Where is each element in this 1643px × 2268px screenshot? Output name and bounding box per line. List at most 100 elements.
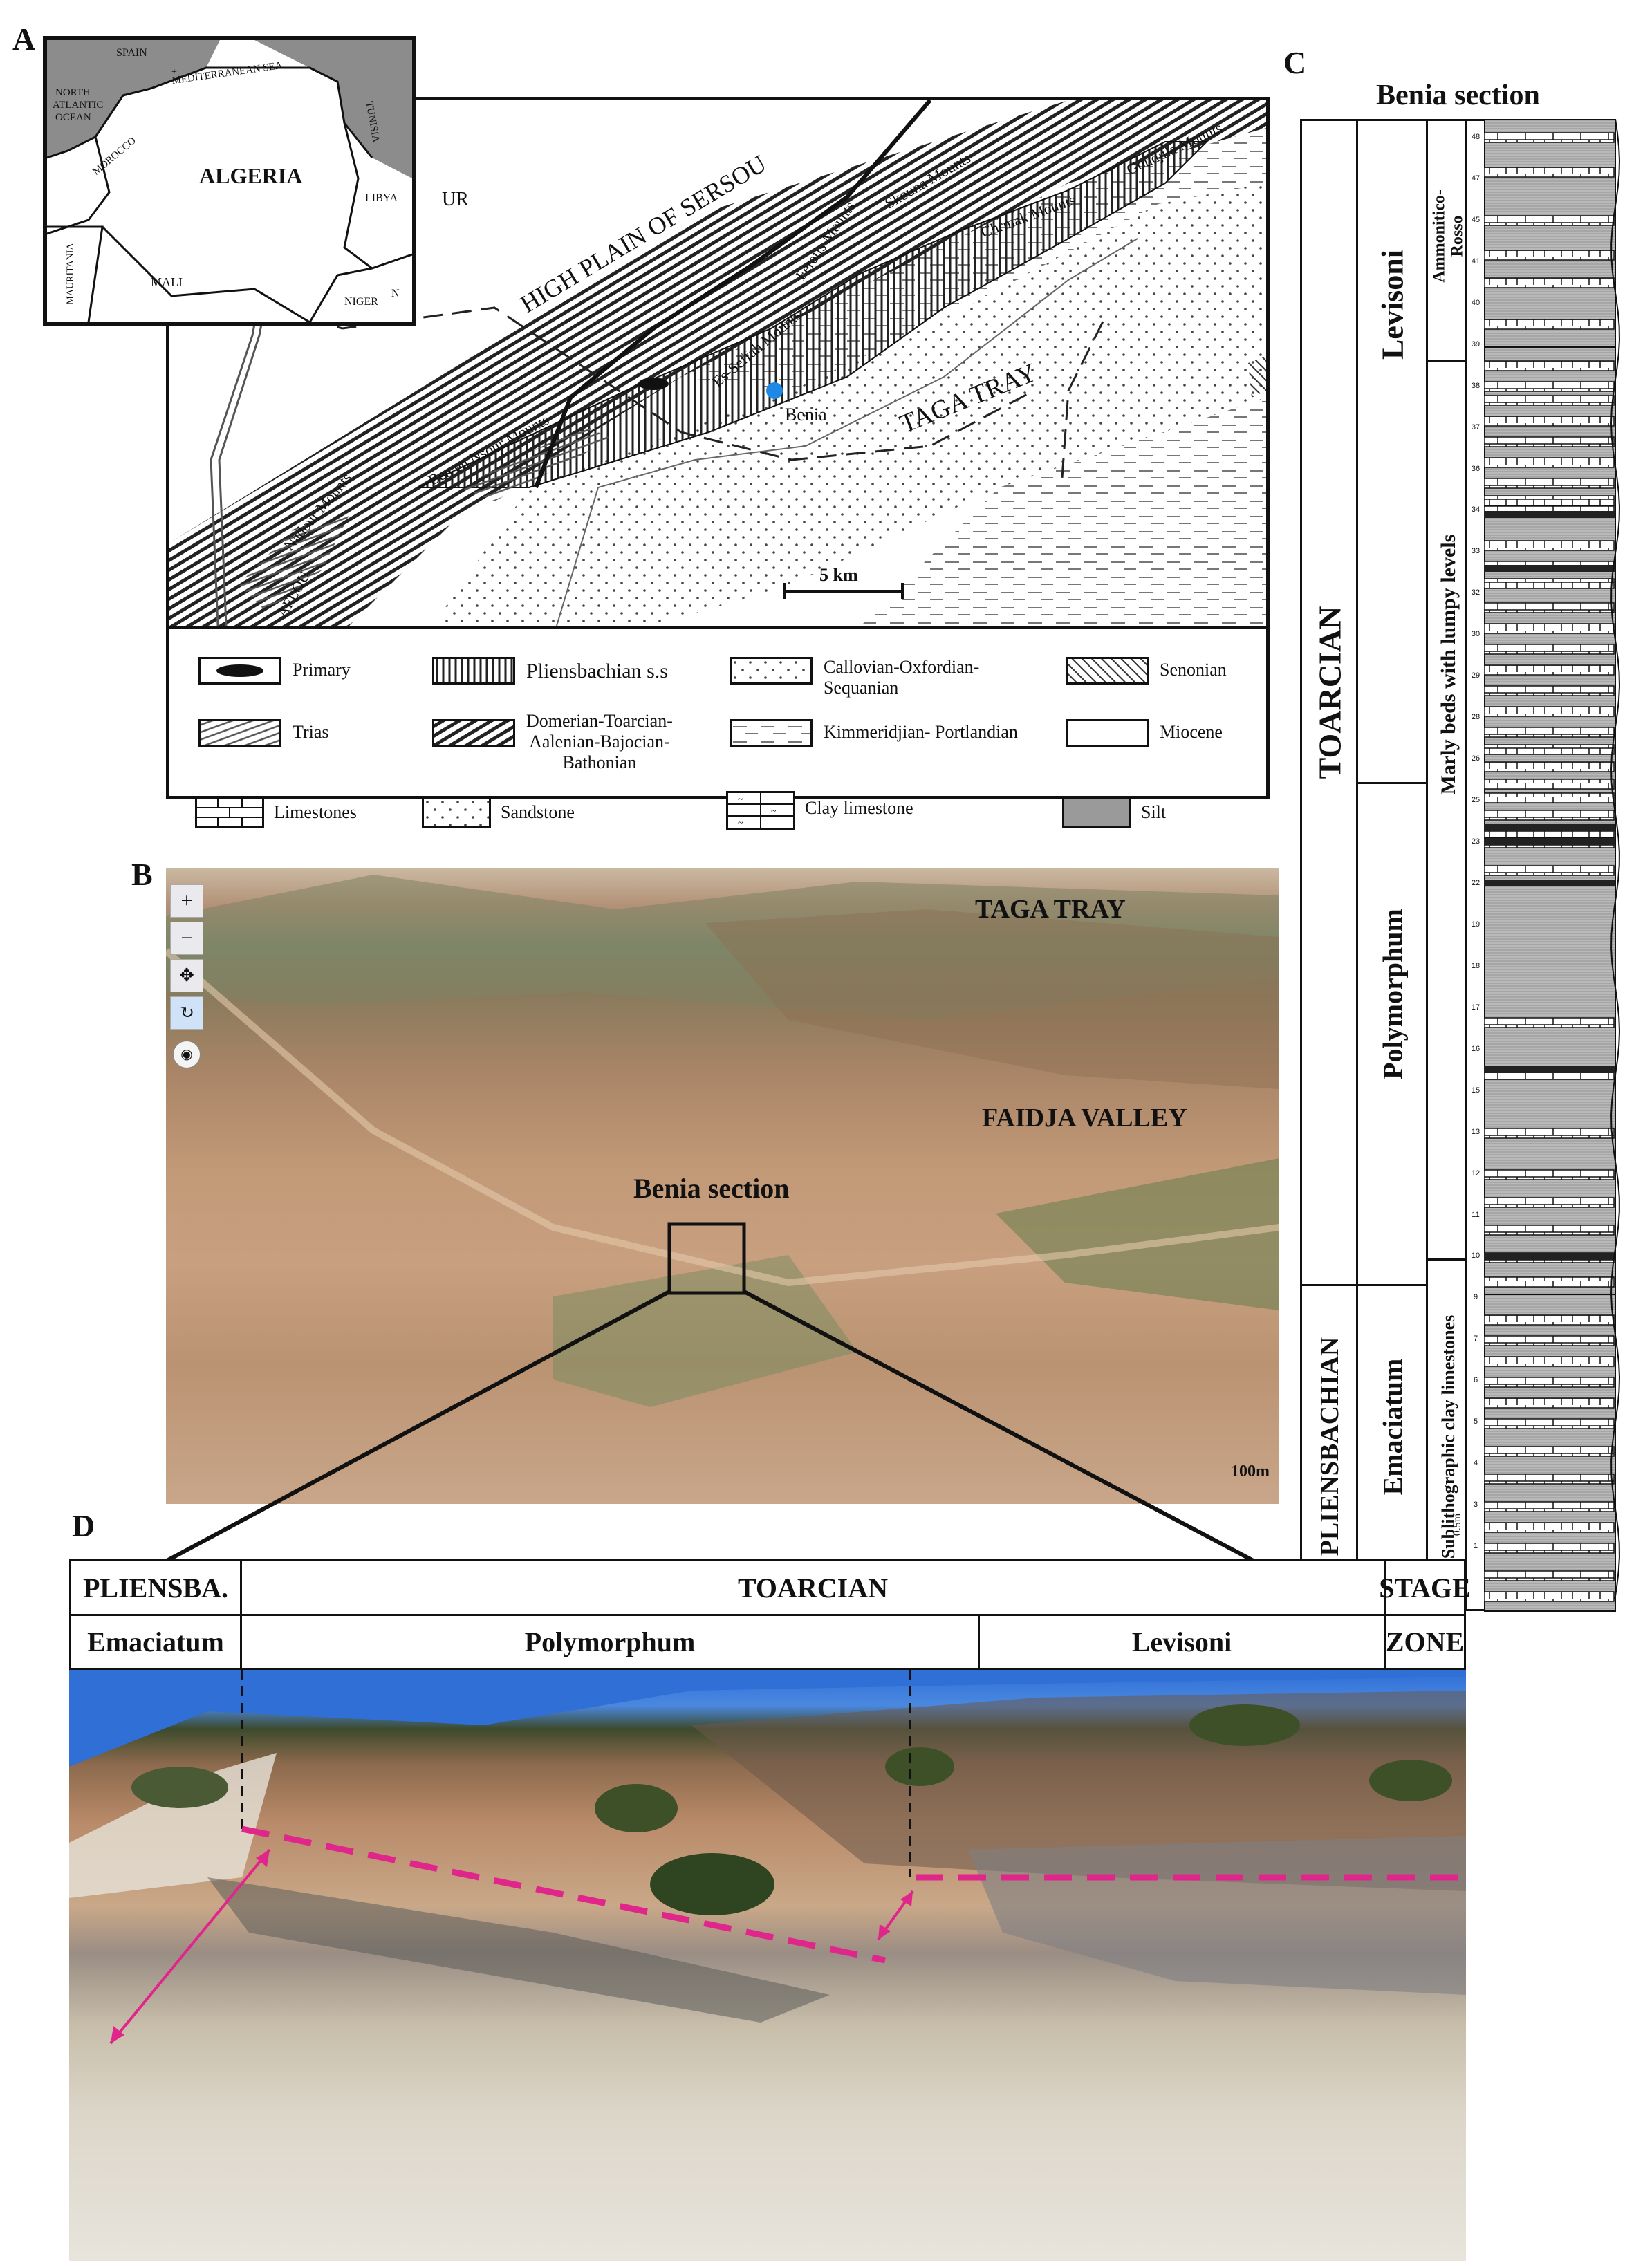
limestone-bed — [1484, 1501, 1615, 1512]
bed-number: 40 — [1471, 298, 1480, 307]
map-drawing — [169, 100, 1266, 626]
facies-label-ammonitico: Ammonitico- Rosso — [1430, 189, 1467, 283]
svg-text:~: ~ — [771, 806, 777, 817]
bed-number: 23 — [1471, 837, 1480, 846]
limestone-bed — [1484, 495, 1615, 506]
bed-number: 33 — [1471, 547, 1480, 556]
legend-label-kimmeridjian: Kimmeridjian- Portlandian — [824, 722, 1018, 742]
lumpy-bed — [1484, 1066, 1615, 1073]
facies-label-sublithographic: Sublithographic clay limestones — [1438, 1314, 1458, 1559]
bed-number: 30 — [1471, 630, 1480, 639]
limestone-bed — [1484, 1543, 1615, 1554]
column-title: Benia section — [1376, 80, 1540, 111]
limestone-bed — [1484, 395, 1615, 406]
limestone-bed — [1484, 1397, 1615, 1409]
lumpy-bed — [1484, 565, 1615, 572]
limestone-bed — [1484, 644, 1615, 655]
inset-label-north: NORTH — [55, 87, 91, 98]
panel-label-b: B — [131, 857, 153, 892]
zone-label-emaciatum: Emaciatum — [1377, 1358, 1409, 1496]
table-cell-polymorphum: Polymorphum — [240, 1614, 980, 1670]
lithology-label-sandstone: Sandstone — [501, 802, 575, 822]
bed-number: 47 — [1471, 174, 1480, 183]
bed-number: 9 — [1473, 1293, 1478, 1302]
bed-number: 28 — [1471, 713, 1480, 722]
inset-label-algeria: ALGERIA — [199, 163, 303, 188]
limestone-bed — [1484, 706, 1615, 717]
rotate-button[interactable]: ↻ — [170, 996, 203, 1030]
lithology-interval — [1484, 346, 1616, 1295]
zone-cell-polymorphum: Polymorphum — [1356, 782, 1428, 1286]
panel-label-a: A — [12, 21, 36, 57]
limestone-bed — [1484, 277, 1615, 288]
limestone-bed — [1484, 1169, 1615, 1180]
lumpy-bed — [1484, 880, 1615, 886]
limestone-bed — [1484, 779, 1615, 790]
limestone-bed — [1484, 623, 1615, 634]
legend-label-miocene: Miocene — [1160, 722, 1223, 742]
limestone-bed — [1484, 1128, 1615, 1139]
limestone-bed — [1484, 1276, 1615, 1288]
table-cell-toarcian: TOARCIAN — [240, 1559, 1386, 1616]
limestone-bed — [1484, 1335, 1615, 1346]
lumpy-bed — [1484, 824, 1615, 831]
limestone-bed — [1484, 319, 1615, 330]
stage-label-pliensbachian: PLIENSBACHIAN — [1315, 1337, 1344, 1556]
bed-number: 29 — [1471, 671, 1480, 680]
map-scale-label: 5 km — [819, 565, 858, 585]
limestone-bed — [1484, 578, 1615, 589]
facies-label-marly: Marly beds with lumpy levels — [1437, 534, 1460, 795]
svg-text:+: + — [171, 67, 177, 77]
limestone-bed — [1484, 664, 1615, 676]
limestone-bed — [1484, 1225, 1615, 1236]
bed-number: 22 — [1471, 878, 1480, 887]
panel-label-c: C — [1283, 45, 1307, 80]
table-cell-levisoni: Levisoni — [978, 1614, 1386, 1670]
bed-number: 13 — [1471, 1127, 1480, 1136]
zoom-out-button[interactable]: − — [170, 922, 203, 955]
limestone-bed — [1484, 167, 1615, 178]
zoom-in-button[interactable]: + — [170, 884, 203, 918]
inset-label-spain: SPAIN — [116, 47, 147, 59]
aerial-label-taga-tray: TAGA TRAY — [975, 895, 1126, 924]
limestone-bed — [1484, 1197, 1615, 1208]
bed-number: 16 — [1471, 1044, 1480, 1053]
inset-label-libya: LIBYA — [365, 192, 398, 204]
limestone-bed — [1484, 1377, 1615, 1388]
limestone-bed — [1484, 685, 1615, 696]
limestone-bed — [1484, 1017, 1615, 1028]
lithology-legend: Limestones Sandstone ~~~ Clay limestone … — [166, 788, 1270, 844]
limestone-bed — [1484, 1446, 1615, 1457]
map-legend: Primary Pliensbachian s.s Callovian-Oxfo… — [169, 626, 1266, 799]
legend-swatch-senonian — [1066, 657, 1149, 685]
legend-swatch-pliensbachian — [432, 657, 515, 685]
lithology-swatch-limestones — [195, 797, 264, 828]
aerial-label-benia-section: Benia section — [633, 1173, 790, 1204]
legend-label-primary: Primary — [293, 660, 351, 680]
bed-number: 15 — [1471, 1086, 1480, 1095]
legend-label-senonian: Senonian — [1160, 660, 1227, 680]
legend-label-pliensbachian: Pliensbachian s.s — [526, 660, 668, 682]
bed-number: 7 — [1473, 1335, 1478, 1344]
legend-swatch-domerian — [432, 719, 515, 747]
view-eye-button[interactable]: ◉ — [173, 1041, 201, 1068]
limestone-bed — [1484, 250, 1615, 261]
bed-number: 12 — [1471, 1169, 1480, 1178]
lithology-column — [1484, 119, 1621, 1612]
inset-label-niger: NIGER — [344, 296, 378, 308]
legend-swatch-trias — [198, 719, 281, 747]
bed-number: 18 — [1471, 961, 1480, 970]
limestone-bed — [1484, 478, 1615, 489]
bed-number: 38 — [1471, 381, 1480, 390]
limestone-bed — [1484, 1570, 1615, 1581]
aerial-scale-label: 100m — [1231, 1462, 1270, 1480]
aerial-view: TAGA TRAY FAIDJA VALLEY Benia section 10… — [166, 868, 1279, 1504]
lithology-swatch-clay-limestone: ~~~ — [726, 791, 795, 830]
lithology-label-limestones: Limestones — [274, 802, 357, 822]
limestone-bed — [1484, 1314, 1615, 1326]
legend-label-callovian: Callovian-Oxfordian- Sequanian — [824, 657, 980, 698]
pan-button[interactable]: ✥ — [170, 959, 203, 992]
outcrop-photo — [69, 1670, 1466, 2261]
label-benia-map: Benia — [785, 405, 827, 425]
